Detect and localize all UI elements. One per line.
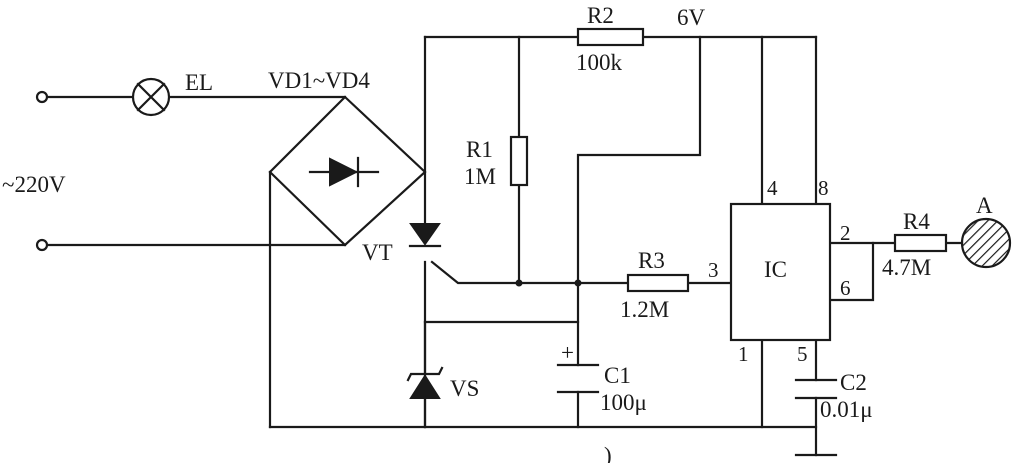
ic-chip: [729, 202, 832, 342]
label-ac-source: ~220V: [2, 172, 66, 197]
label-ic: IC: [764, 257, 787, 282]
label-probe: A: [976, 193, 993, 218]
label-r3-value: 1.2M: [620, 297, 669, 322]
label-c1-polarity: +: [561, 340, 574, 365]
junction-dot: [515, 279, 523, 287]
zener-icon: [409, 374, 441, 399]
probe-electrode-icon: [960, 217, 1012, 269]
label-c2-value: 0.01μ: [820, 397, 873, 422]
wire-pin6: [828, 241, 875, 302]
ic-pin-label: 5: [797, 342, 808, 366]
scr-vt: [408, 223, 442, 248]
zener-vs: [406, 320, 444, 429]
ic-pin-label: 6: [840, 276, 851, 300]
label-c1-name: C1: [604, 363, 631, 388]
label-zener: VS: [450, 376, 479, 401]
label-bridge: VD1~VD4: [268, 68, 370, 93]
label-r1-name: R1: [466, 137, 493, 162]
wire-6v: [576, 35, 702, 429]
label-supply: 6V: [677, 5, 706, 30]
label-c1-value: 100μ: [600, 390, 647, 415]
scr-icon: [409, 223, 441, 246]
junctions: [515, 279, 582, 287]
resistor-r4: [893, 233, 948, 253]
label-scr: VT: [362, 240, 393, 265]
ac-terminal-bottom: [35, 238, 49, 252]
bridge-diamond: [268, 95, 427, 247]
ic-pin-label: 4: [767, 176, 778, 200]
label-r2-value: 100k: [576, 50, 623, 75]
label-r4-value: 4.7M: [882, 255, 931, 280]
lamp-cross: [136, 82, 166, 112]
bridge-diode-icon: [308, 156, 380, 188]
ic-pin-label: 1: [738, 342, 749, 366]
label-r2-name: R2: [587, 3, 614, 28]
label-r3-name: R3: [638, 248, 665, 273]
footer-mark: ): [604, 443, 612, 463]
ic-pin-label: 8: [818, 176, 829, 200]
ac-terminal-top: [35, 90, 49, 104]
label-r1-value: 1M: [464, 164, 496, 189]
lamp-el: [131, 77, 171, 117]
ic-pin-label: 3: [708, 258, 719, 282]
resistor-r3: [626, 273, 690, 293]
label-lamp: EL: [185, 70, 213, 95]
resistor-r1: [509, 135, 529, 187]
capacitor-c2: [794, 378, 838, 400]
label-r4-name: R4: [903, 209, 930, 234]
label-c2-name: C2: [840, 370, 867, 395]
junction-dot: [574, 279, 582, 287]
wire-gate: [430, 260, 733, 285]
ic-pin-label: 2: [840, 221, 851, 245]
capacitor-c1: [556, 363, 600, 394]
wires: [44, 35, 964, 457]
resistor-r2: [576, 27, 645, 47]
